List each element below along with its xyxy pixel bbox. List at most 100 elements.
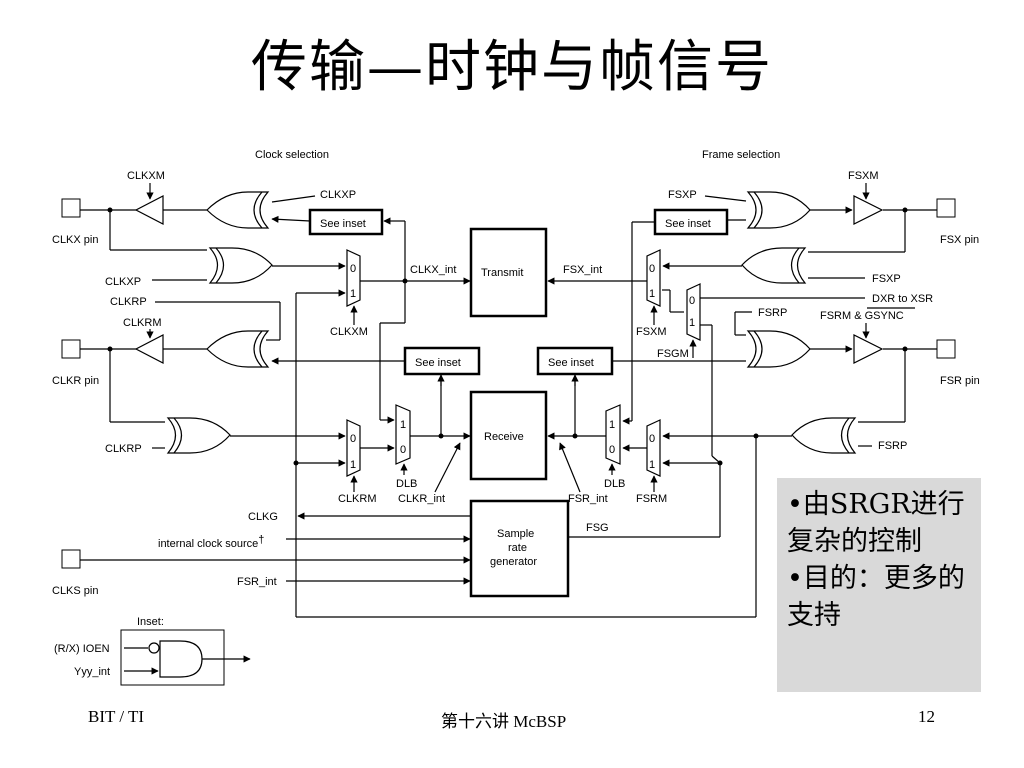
diagram-label: generator [490, 556, 537, 568]
clkx-xor-in [208, 247, 273, 284]
dxr-mux [686, 283, 701, 341]
diagram-label: † [258, 534, 264, 546]
fsr-int-label-right: FSR_int [568, 493, 608, 505]
wire [215, 247, 225, 284]
inset-ioen-label: (R/X) IOEN [54, 643, 110, 655]
dlb-mux-left [395, 404, 411, 465]
fsr-xor-in [791, 417, 857, 454]
note-bullet: •目的：更多的支持 [787, 563, 965, 631]
diagram-label: 1 [350, 459, 356, 471]
diagram-label: 0 [350, 263, 356, 275]
diagram-label: 0 [609, 444, 615, 456]
diagram-label: See inset [665, 218, 711, 230]
clkg-label: CLKG [248, 511, 278, 523]
clkr-xor-out [206, 330, 270, 368]
fsr-buffer [853, 334, 884, 364]
fsg-label: FSG [586, 522, 609, 534]
frame-selection-header: Frame selection [702, 149, 780, 161]
clkx-see-inset-block [308, 208, 384, 236]
diagram-label: 0 [350, 433, 356, 445]
wire [753, 191, 763, 229]
diagram-label: FSRM & GSYNC [820, 310, 904, 322]
clock-selection-header: Clock selection [255, 149, 329, 161]
wire [271, 215, 311, 223]
receive-block [469, 390, 548, 481]
diagram-label: 1 [350, 288, 356, 300]
diagram-label: 0 [649, 433, 655, 445]
diagram-label: internal clock source [158, 538, 258, 550]
wire [271, 195, 316, 203]
fsr-xor-out [746, 330, 811, 368]
internal-clock-label: internal clock source† [158, 534, 264, 550]
fsxm-label-top: FSXM [848, 170, 879, 182]
clkr-mux [346, 419, 361, 477]
clkxp-label-lower: CLKXP [105, 276, 141, 288]
fsxp-label-lower: FSXP [872, 273, 901, 285]
footer-center: 第十六讲 McBSP [441, 712, 567, 731]
clkr-xor-in [166, 417, 231, 454]
inset-title: Inset: [137, 616, 164, 628]
junction-dot [572, 433, 578, 439]
diagram-label: 1 [400, 419, 406, 431]
wire [559, 442, 581, 493]
fsgm-label: FSGM [657, 348, 689, 360]
fsr-see-inset-block [536, 346, 614, 376]
diagram-label: 0 [400, 444, 406, 456]
clkxm-label-mux: CLKXM [330, 326, 368, 338]
diagram-label: 1 [649, 288, 655, 300]
dlb-label-right: DLB [604, 478, 625, 490]
dlb-mux-right [605, 404, 621, 465]
diagram-label: 1 [689, 317, 695, 329]
slide-title: 传输—时钟与帧信号 [251, 35, 773, 100]
clkx-xor-out [206, 191, 270, 229]
wire [790, 247, 800, 284]
diagram-label: See inset [548, 357, 594, 369]
clkx-mux [346, 249, 361, 307]
clkr-see-inset-block [403, 346, 481, 376]
fsrm-label: FSRM [636, 493, 667, 505]
clkr-int-label: CLKR_int [398, 493, 445, 505]
junction-dot [293, 460, 299, 466]
clkrm-label-top: CLKRM [123, 317, 162, 329]
wire [711, 455, 721, 464]
clkrp-label-upper: CLKRP [110, 296, 147, 308]
fsr-int-label: FSR_int [237, 576, 277, 588]
clks-pin-label: CLKS pin [52, 585, 98, 597]
wire [434, 442, 461, 493]
transmit-block [469, 227, 548, 318]
junction-dot [438, 433, 444, 439]
fsrm-gsync-label: FSRM & GSYNC [820, 310, 904, 322]
clkrp-label-lower: CLKRP [105, 443, 142, 455]
fsx-pin-box [936, 198, 956, 218]
dlb-label-left: DLB [396, 478, 417, 490]
clkr-buffer [134, 334, 164, 364]
clkr-pin-box [61, 339, 81, 359]
fsr-pin-label: FSR pin [940, 375, 980, 387]
clkx-pin-label: CLKX pin [52, 234, 98, 246]
dxr-to-xsr-label: DXR to XSR [872, 293, 933, 305]
clkxp-label-upper: CLKXP [320, 189, 356, 201]
diagram-label: See inset [320, 218, 366, 230]
diagram-label: 0 [689, 295, 695, 307]
footer-left: BIT / TI [88, 707, 145, 726]
fsx-mux [646, 249, 661, 307]
diagram-label: Receive [484, 431, 524, 443]
clkxm-label-top: CLKXM [127, 170, 165, 182]
junction-dot [148, 642, 160, 654]
wire [253, 330, 263, 368]
page-number: 12 [918, 707, 935, 726]
clkrm-label-mux: CLKRM [338, 493, 377, 505]
clks-pin-box [61, 549, 81, 569]
fsx-pin-label: FSX pin [940, 234, 979, 246]
fsx-xor-out [746, 191, 811, 229]
fsr-mux [646, 419, 661, 477]
wire [704, 195, 747, 202]
fsxm-label-mux: FSXM [636, 326, 667, 338]
fsx-int-label: FSX_int [563, 264, 602, 276]
diagram-label: 0 [649, 263, 655, 275]
fsrp-label-upper: FSRP [758, 307, 787, 319]
mcbsp-clock-frame-diagram: Clock selection Frame selection CLKX pin… [52, 149, 980, 686]
fsr-pin-box [936, 339, 956, 359]
fsrp-label-lower: FSRP [878, 440, 907, 452]
diagram-label: 1 [649, 459, 655, 471]
